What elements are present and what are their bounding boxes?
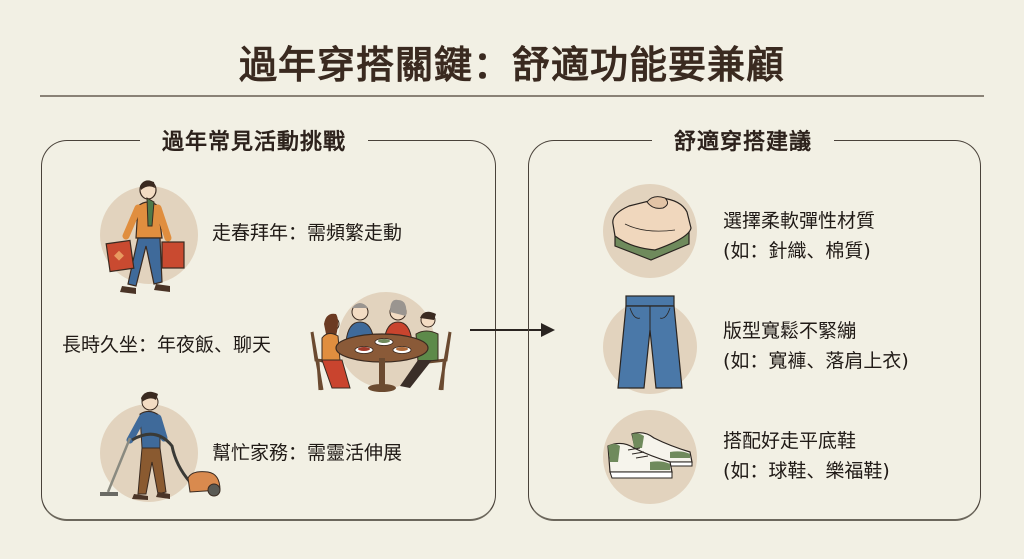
family-dinner-icon	[310, 299, 452, 392]
folded-sweater-icon	[612, 196, 692, 261]
tip-detail-shoes: (如：球鞋、樂福鞋)	[723, 460, 890, 482]
right-arrow-icon	[470, 329, 545, 331]
tip-detail-material: (如：針織、棉質)	[723, 240, 871, 262]
tip-title-shoes: 搭配好走平底鞋	[723, 430, 857, 452]
page-title: 過年穿搭關鍵：舒適功能要兼顧	[238, 43, 785, 87]
tip-title-fit: 版型寬鬆不緊繃	[723, 320, 857, 342]
activity-label-visiting: 走春拜年：需頻繁走動	[212, 222, 403, 244]
vacuuming-person-icon	[100, 391, 221, 500]
activities-heading: 過年常見活動挑戰	[140, 124, 369, 156]
sneakers-icon	[607, 432, 693, 479]
arrow-head-icon	[541, 323, 555, 337]
activity-label-sitting: 長時久坐：年夜飯、聊天	[62, 334, 272, 356]
wide-pants-icon	[617, 295, 683, 389]
activity-label-chores: 幫忙家務：需靈活伸展	[212, 442, 403, 464]
walking-with-gift-bags-icon	[105, 180, 185, 294]
suggestions-heading: 舒適穿搭建議	[652, 124, 835, 156]
tip-detail-fit: (如：寬褲、落肩上衣)	[723, 350, 909, 372]
tip-title-material: 選擇柔軟彈性材質	[723, 210, 876, 232]
title-divider	[40, 95, 984, 97]
